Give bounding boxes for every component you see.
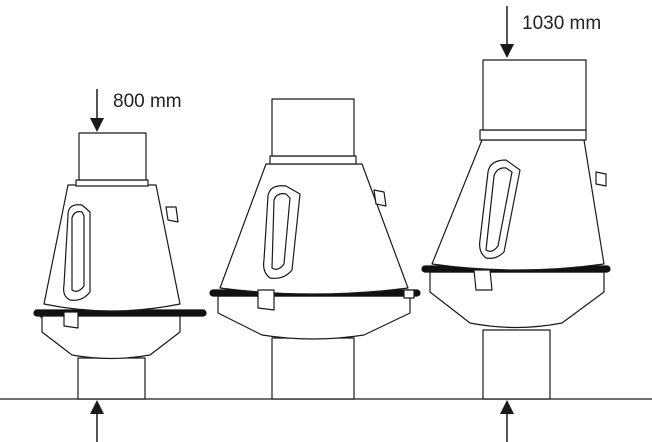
dim-arrow-top-large	[500, 6, 514, 58]
dim-arrow-bottom-large	[500, 400, 514, 442]
fan-unit-small	[33, 132, 207, 400]
bottom-duct	[271, 337, 355, 400]
handle-slot	[63, 204, 91, 301]
side-lug	[165, 206, 179, 223]
lower-cone	[429, 271, 605, 329]
bottom-duct	[77, 357, 146, 400]
top-stub	[482, 59, 587, 131]
side-lug	[595, 171, 607, 187]
dimension-label-large: 1030 mm	[522, 13, 601, 34]
flange-clip	[63, 311, 79, 329]
dim-arrow-bottom-small	[90, 400, 104, 442]
side-lug	[373, 189, 387, 207]
top-collar	[269, 155, 357, 165]
flange-clip	[257, 289, 275, 311]
top-stub	[78, 132, 147, 181]
top-collar	[75, 179, 149, 187]
upper-cone	[219, 163, 409, 295]
dim-arrow-top-small	[90, 89, 104, 132]
lower-cone	[217, 295, 411, 340]
fan-unit-large	[421, 59, 611, 400]
dimension-label-small: 800 mm	[113, 91, 182, 112]
top-stub	[271, 98, 355, 157]
upper-cone	[431, 139, 605, 271]
flange-clip	[473, 269, 493, 291]
bottom-duct	[482, 329, 551, 400]
top-collar	[479, 129, 587, 141]
flange-clip-right	[403, 289, 415, 299]
lower-cone	[41, 313, 181, 360]
fan-unit-medium	[209, 98, 421, 400]
